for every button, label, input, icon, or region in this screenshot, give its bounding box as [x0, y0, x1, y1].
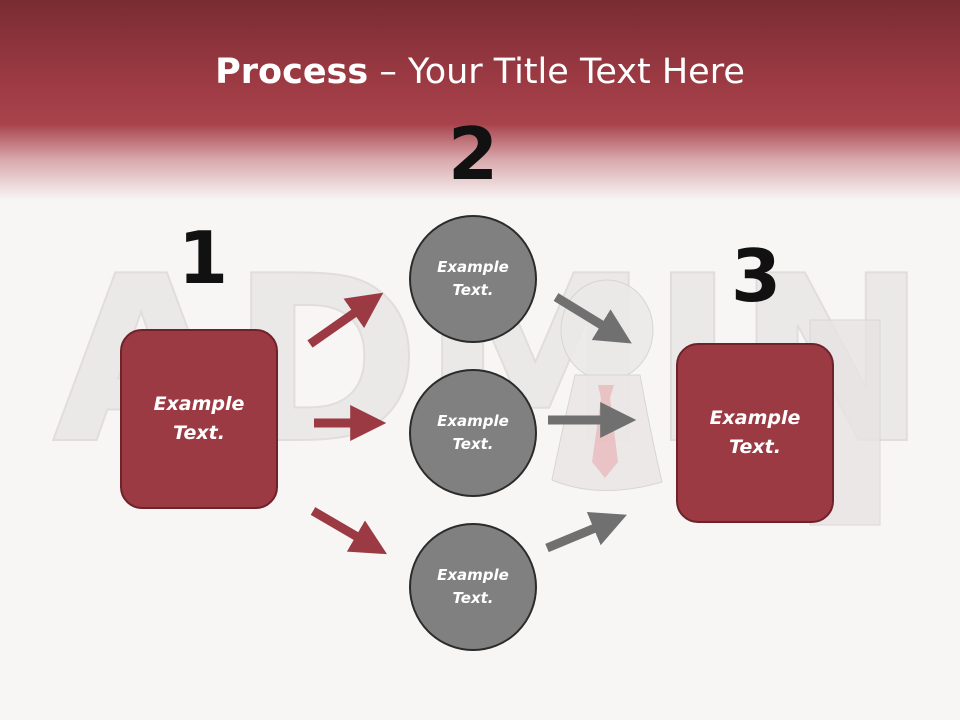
circle-1-line1: Example	[437, 258, 509, 276]
circle-2-line2: Text.	[452, 435, 494, 453]
step-number-3: 3	[731, 234, 782, 318]
arrow-circle1-to-box3	[553, 293, 632, 344]
step-number-1: 1	[178, 216, 229, 300]
arrow-circle3-to-box3	[545, 511, 627, 553]
circle-2-line1: Example	[437, 412, 509, 430]
title-rest: – Your Title Text Here	[368, 52, 745, 92]
step-box-1-line2: Text.	[173, 422, 225, 444]
slide-title: Process – Your Title Text Here	[0, 52, 960, 92]
circle-1-line2: Text.	[452, 281, 494, 299]
step-box-3-line1: Example	[709, 407, 801, 429]
circle-3-line2: Text.	[452, 589, 494, 607]
step-box-3-line2: Text.	[729, 436, 781, 458]
header-band	[0, 0, 960, 200]
title-bold: Process	[215, 52, 369, 92]
arrow-box1-to-circle3	[310, 507, 387, 555]
circle-3-line1: Example	[437, 566, 509, 584]
step-number-2: 2	[448, 112, 499, 196]
arrow-box1-to-circle1	[307, 292, 384, 348]
step-box-1-line1: Example	[153, 393, 245, 415]
